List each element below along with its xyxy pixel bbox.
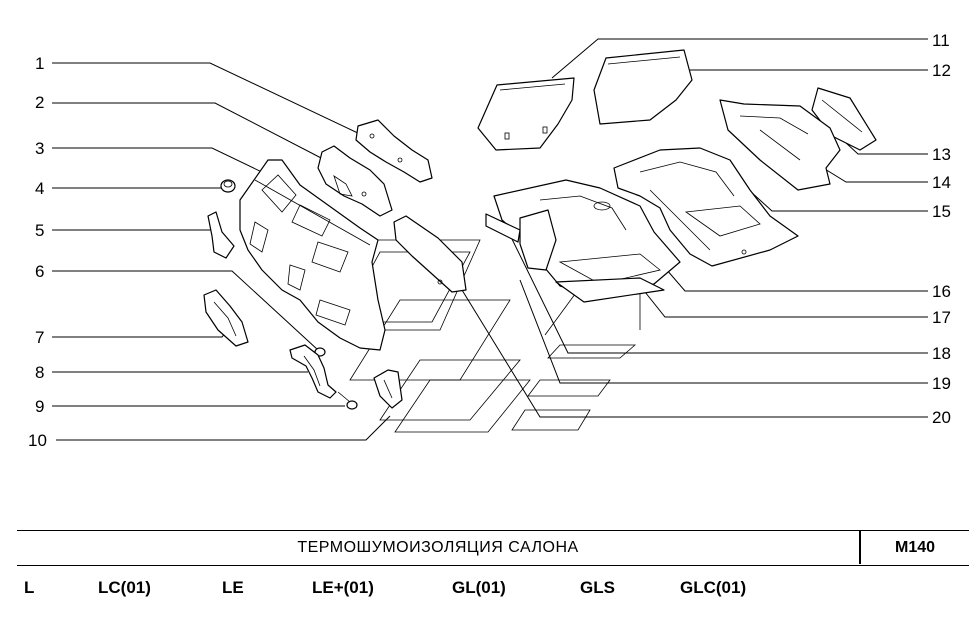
svg-text:6: 6 (35, 262, 44, 281)
svg-text:4: 4 (35, 179, 44, 198)
part-4-plug (220, 179, 236, 193)
callout-17: 17 (644, 291, 951, 327)
callout-14: 14 (819, 165, 951, 192)
variant-le: LE (222, 578, 244, 597)
svg-text:9: 9 (35, 397, 44, 416)
svg-text:14: 14 (932, 173, 951, 192)
svg-text:20: 20 (932, 408, 951, 427)
callout-18: 18 (509, 234, 951, 363)
part-18-pad (519, 209, 557, 271)
variant-le-plus-01: LE+(01) (312, 578, 374, 597)
variant-l: L (24, 578, 35, 597)
variant-glc01: GLC(01) (680, 578, 747, 597)
part-14-pad (719, 99, 841, 191)
title-block: ТЕРМОШУМОИЗОЛЯЦИЯ САЛОНА M140 (17, 530, 969, 566)
part-20-strip (393, 215, 467, 293)
svg-text:17: 17 (932, 308, 951, 327)
callout-2: 2 (35, 93, 326, 161)
part-17-strip (555, 277, 665, 303)
diagram-title: ТЕРМОШУМОИЗОЛЯЦИЯ САЛОНА (297, 539, 579, 556)
callout-1: 1 (35, 54, 363, 136)
callout-16: 16 (659, 261, 951, 301)
part-10-bracket (373, 369, 403, 409)
page-code: M140 (894, 539, 936, 556)
svg-text:11: 11 (932, 31, 950, 50)
part-12-pad (593, 49, 693, 125)
svg-text:18: 18 (932, 344, 951, 363)
variant-lc01: LC(01) (98, 578, 151, 597)
callout-8: 8 (35, 363, 308, 382)
part-3-dash-panel (239, 159, 386, 351)
callout-7: 7 (35, 324, 233, 347)
svg-text:3: 3 (35, 139, 44, 158)
callout-20: 20 (461, 289, 951, 427)
svg-text:16: 16 (932, 282, 951, 301)
trim-variants: L LC(01) LE LE+(01) GL(01) GLS GLC(01) (0, 578, 975, 608)
part-15-carpet (613, 147, 799, 267)
svg-text:15: 15 (932, 202, 951, 221)
variant-gl01: GL(01) (452, 578, 506, 597)
part-11-pad (477, 77, 575, 151)
part-2-panel (317, 145, 393, 217)
svg-text:10: 10 (28, 431, 47, 450)
callout-15: 15 (739, 181, 951, 221)
callout-11: 11 (551, 31, 950, 79)
svg-text:13: 13 (932, 145, 951, 164)
part-7-pad (203, 289, 249, 347)
variant-gls: GLS (580, 578, 615, 597)
svg-text:8: 8 (35, 363, 44, 382)
parts-diagram: 1 2 3 4 5 6 7 8 9 10 11 12 (28, 31, 951, 450)
part-5-pad (207, 211, 235, 259)
callout-12: 12 (690, 61, 951, 80)
svg-text:19: 19 (932, 374, 951, 393)
callout-6: 6 (35, 262, 319, 351)
part-19-pad (485, 213, 521, 243)
svg-text:5: 5 (35, 221, 44, 240)
svg-text:2: 2 (35, 93, 44, 112)
part-8-bracket (289, 344, 337, 399)
title-divider (859, 531, 861, 564)
part-9-clip (337, 391, 358, 410)
part-1-panel (355, 119, 433, 183)
callout-5: 5 (35, 221, 218, 240)
callout-4: 4 (35, 179, 222, 198)
svg-text:12: 12 (932, 61, 951, 80)
callout-19: 19 (519, 279, 951, 393)
part-13-pad (811, 87, 877, 151)
svg-text:7: 7 (35, 328, 44, 347)
callout-9: 9 (35, 397, 345, 416)
callout-10: 10 (28, 415, 391, 450)
svg-text:1: 1 (35, 54, 44, 73)
callout-3: 3 (35, 139, 269, 176)
